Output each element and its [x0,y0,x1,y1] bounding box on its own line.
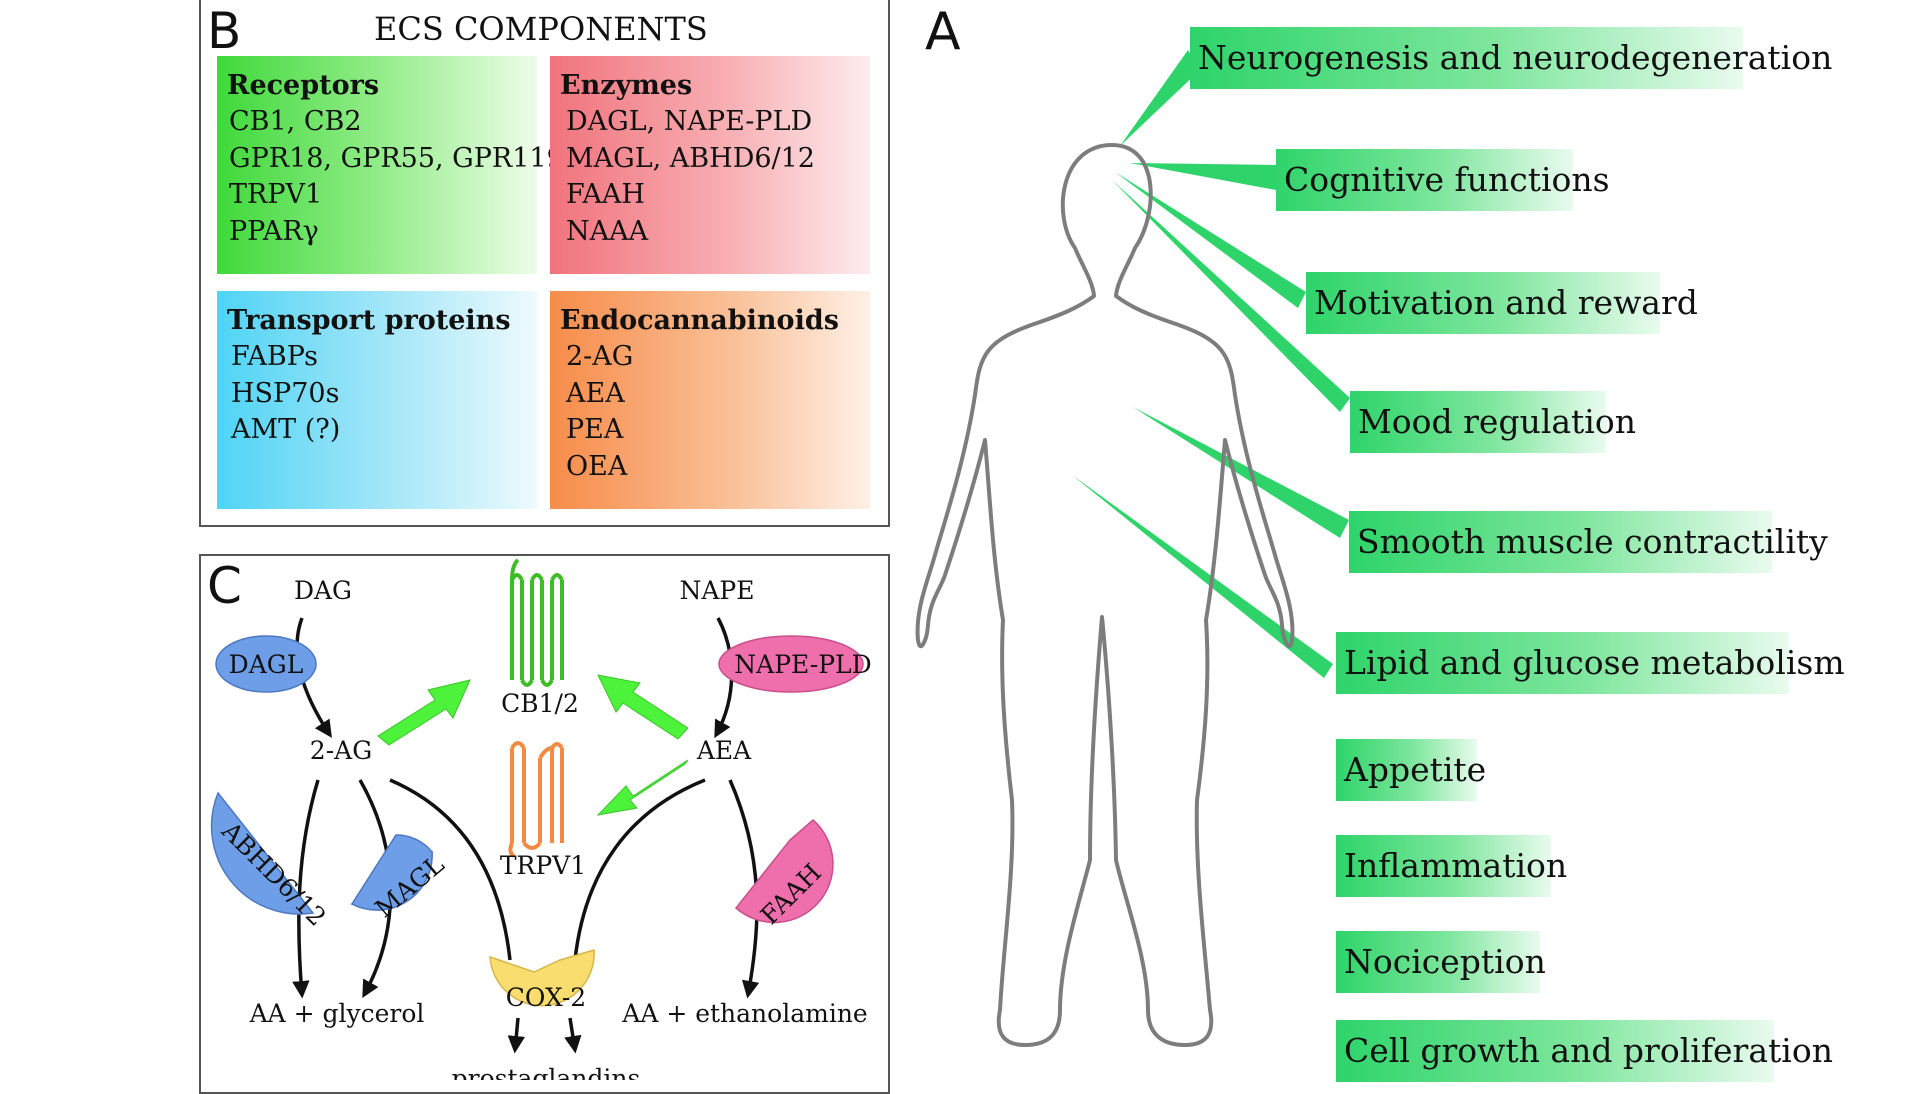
transport-title: Transport proteins [227,305,511,336]
arrow-cox2-to-pg-a [507,1017,526,1054]
function-label-inflammation: Inflammation [1336,835,1567,897]
enzyme-item: MAGL, ABHD6/12 [566,142,815,174]
nape-pld-enzyme [718,635,864,693]
nape-label: NAPE [680,576,755,605]
ecs-title: ECS COMPONENTS [374,10,708,48]
function-label-appetite: Appetite [1336,739,1486,801]
cb12-label: CB1/2 [501,689,579,718]
nape-pld-label: NAPE-PLD [734,650,871,679]
arrow-cox2-to-pg-b [564,1017,582,1054]
function-label-cognitive: Cognitive functions [1276,149,1610,211]
cox2-enzyme [489,949,595,1007]
function-label-motivation: Motivation and reward [1306,272,1698,334]
trpv1-receptor [508,741,564,858]
endocannabinoid-item: 2-AG [566,341,634,372]
abhd-enzyme [210,791,315,915]
transport-item: AMT (?) [231,414,341,445]
receptor-item: GPR18, GPR55, GPR119 [229,142,564,174]
magl-enzyme-body [350,834,433,911]
function-label-nociception: Nociception [1336,931,1546,993]
function-label-cell-growth: Cell growth and proliferation [1336,1020,1833,1082]
function-label-neurogenesis: Neurogenesis and neurodegeneration [1190,27,1832,89]
enzymes-title: Enzymes [560,70,693,101]
panel-b-frame [199,0,890,527]
receptor-item: PPARγ [229,215,319,247]
arrow-2ag-to-glycerol-a [292,779,320,999]
panel-c-letter: C [207,557,242,615]
function-label-smooth-muscle: Smooth muscle contractility [1349,511,1828,573]
arrow-2ag-to-cox2 [389,778,512,961]
receptors-box: Receptors CB1, CB2 GPR18, GPR55, GPR119 … [217,56,564,274]
endocannabinoids-box: Endocannabinoids 2-AG AEA PEA OEA [550,291,870,509]
panel-b-letter: B [207,2,242,60]
aa-glycerol-label: AA + glycerol [249,999,425,1028]
enzymes-box: Enzymes DAGL, NAPE-PLD MAGL, ABHD6/12 FA… [550,56,870,274]
aa-ethanolamine-label: AA + ethanolamine [621,999,867,1028]
endocannabinoids-title: Endocannabinoids [560,305,839,336]
endocannabinoid-item: AEA [566,377,625,409]
function-label-lipid-glucose: Lipid and glucose metabolism [1336,632,1845,694]
green-arrow-2ag-cb [377,679,471,746]
dagl-label: DAGL [229,650,304,679]
green-arrow-aea-cb [597,674,689,740]
panel-a-letter: A [925,2,961,62]
cb12-receptor [510,558,564,687]
enzyme-item: DAGL, NAPE-PLD [566,106,813,137]
dag-label: DAG [294,576,352,605]
aea-label: AEA [696,736,752,765]
transport-item: FABPs [231,341,319,372]
receptors-title: Receptors [227,70,380,101]
transport-item: HSP70s [231,377,340,409]
pointer-rays [1072,50,1350,678]
cox2-label: COX-2 [506,983,586,1012]
endocannabinoid-item: PEA [566,414,624,445]
prostaglandins-label: prostaglandins [452,1064,641,1080]
endocannabinoid-item: OEA [566,450,628,482]
faah-enzyme [734,819,834,924]
human-silhouette [915,143,1295,1047]
green-arrow-aea-trpv1 [596,759,689,816]
transport-box: Transport proteins FABPs HSP70s AMT (?) [217,291,537,509]
function-label-mood: Mood regulation [1350,391,1636,453]
receptor-item: CB1, CB2 [229,106,362,137]
enzyme-item: NAAA [566,215,649,247]
trpv1-label: TRPV1 [500,851,586,880]
arrow-aea-to-cox2 [573,778,706,961]
enzyme-item: FAAH [566,179,645,210]
2ag-label: 2-AG [310,736,372,765]
dagl-enzyme [215,635,317,693]
receptor-item: TRPV1 [229,179,323,210]
